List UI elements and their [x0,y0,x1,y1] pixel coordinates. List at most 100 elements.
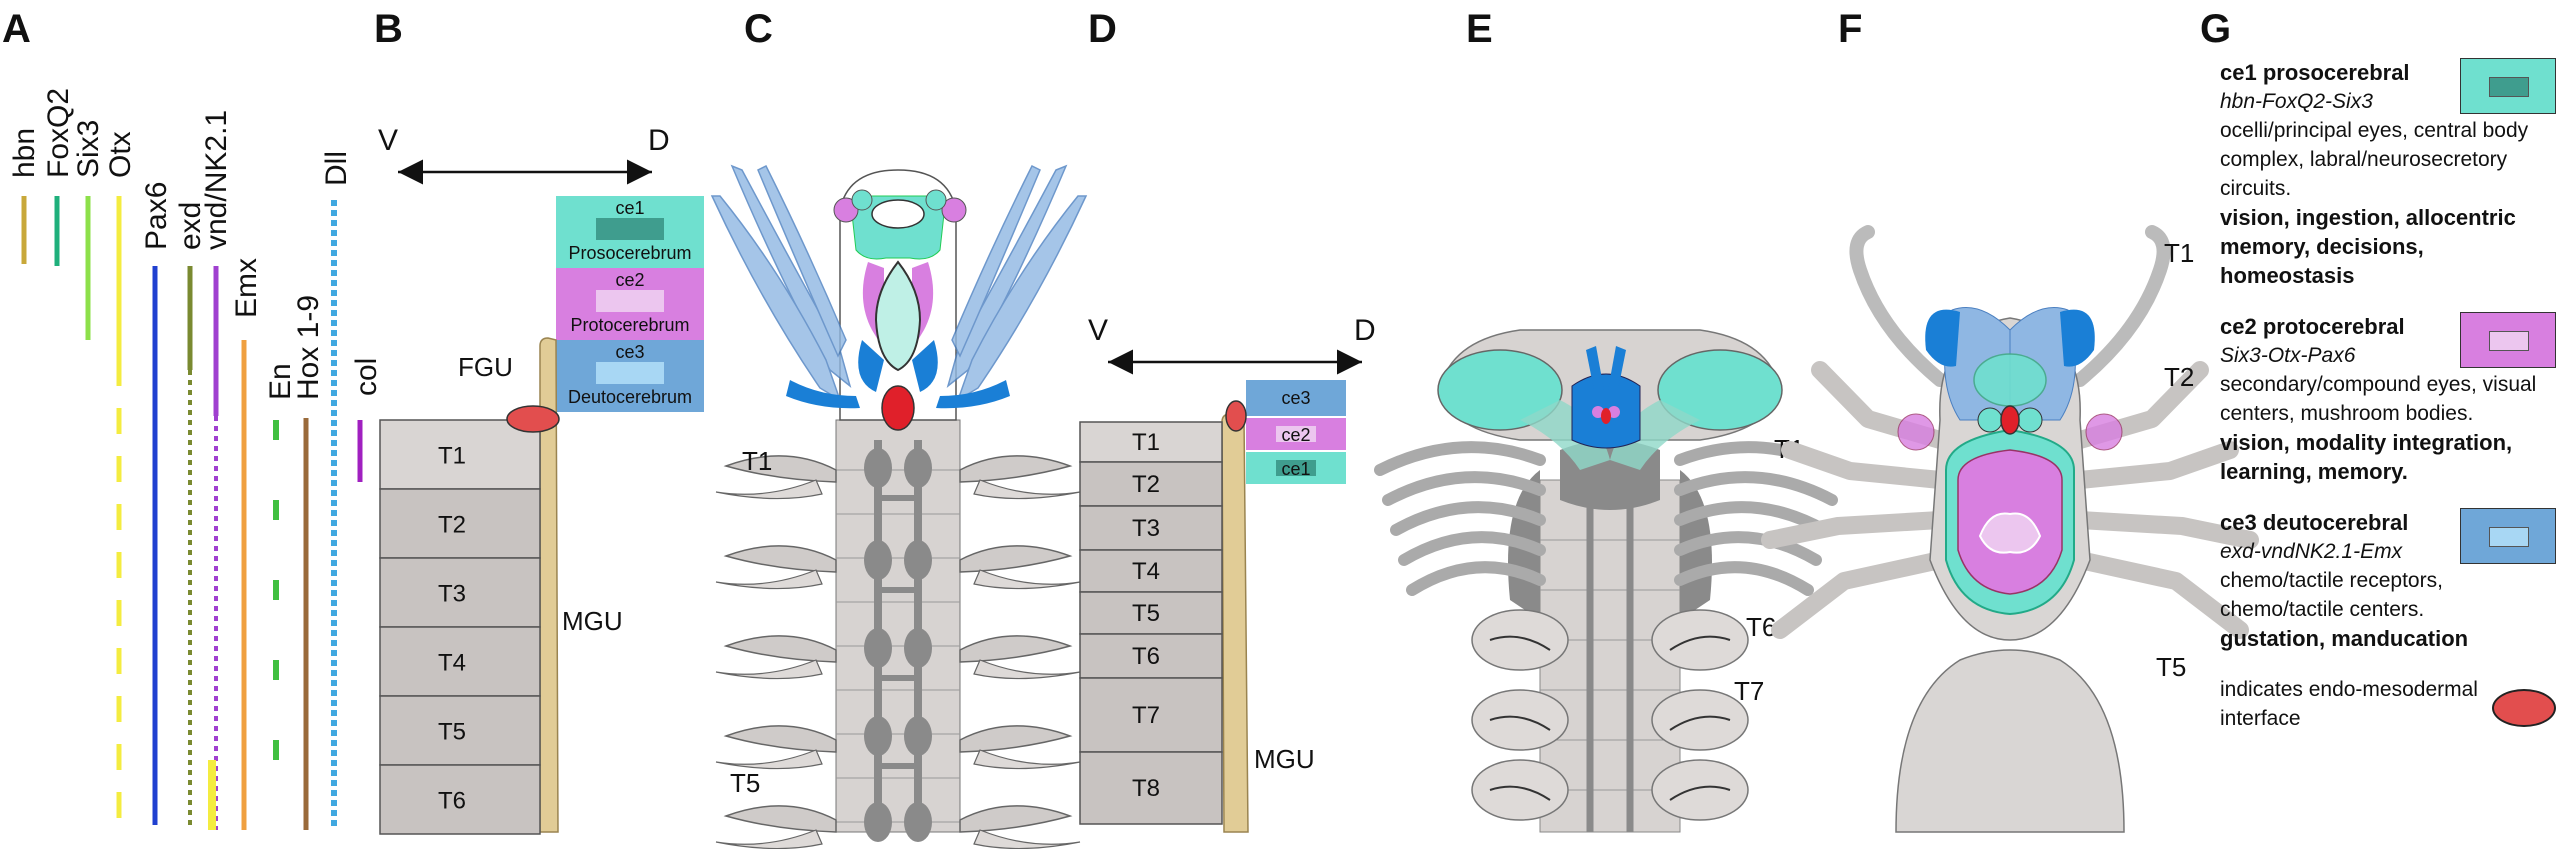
gene-label-col: col [350,358,383,396]
leg-f [1761,511,1949,549]
trunk-e [1539,479,1681,833]
leg-c [959,455,1073,483]
ce3-box-name: Deutocerebrum [568,387,692,407]
leg-e [1674,561,1814,596]
leg-c [723,545,837,573]
leg-c [715,749,823,770]
plate-mark-e [1669,785,1731,801]
segment-d [1079,421,1223,463]
ganglion-c [904,802,932,842]
segment-label-d: T2 [1132,471,1160,498]
ce3-left-c [858,340,884,392]
ce2-inner [596,290,664,312]
proto-right-e [1608,406,1620,418]
axis-label-d-d: D [1354,314,1376,347]
gene-label-vnd: vnd/NK2.1 [200,110,233,250]
expr-mark-otx-late [208,760,216,830]
segment-label-d: T7 [1132,702,1160,729]
segment-label-b: T1 [438,443,466,470]
stomodeum-c [874,260,922,372]
leg-c [715,659,823,680]
legend-ce2: ce2 protocerebral Six3-Otx-Pax6 secondar… [2220,312,2560,486]
panel-label-d: D [1088,7,1117,51]
label-e-t6: T6 [1746,612,1776,642]
legend-panel-g: ce1 prosocerebral hbn-FoxQ2-Six3 ocelli/… [2220,58,2560,755]
panel-label-c: C [744,7,773,51]
legend-ce3: ce3 deutocerebral exd-vndNK2.1-Emx chemo… [2220,508,2560,653]
mushroom-body-f [1978,512,2042,554]
optic-left-e [1520,400,1610,470]
leg-e [1382,471,1546,506]
segment-b [379,695,541,766]
ce1-box-name: Prosocerebrum [568,243,691,263]
axis-label-v: V [378,124,398,157]
legend-ce3-func: gustation, manducation [2220,626,2469,651]
segment-label-d: T4 [1132,558,1160,585]
segment-d [1079,505,1223,551]
leg-c [715,569,823,590]
axis-label-d: D [648,124,670,157]
legend-ce2-title: ce2 protocerebral [2220,314,2405,339]
eye-left-c [833,197,859,223]
panel-a: A hbn FoxQ2 Six3 Otx Pax6 exd vnd/NK2.1 … [2,7,383,830]
leg-c [973,569,1081,590]
gene-label-exd: exd [174,202,207,250]
eye-left-f [1897,413,1935,451]
segment-label-b: T3 [438,581,466,608]
legend-ce1-desc: ocelli/principal eyes, central body comp… [2220,119,2529,200]
leg-c [959,635,1073,663]
ce2-inner-d [1276,426,1316,442]
legend-ce2-desc: secondary/compound eyes, visual centers,… [2220,373,2537,425]
leg-c [973,659,1081,680]
leg-f [2071,551,2249,639]
ganglia-c [864,448,932,842]
segment-label-d: T1 [1132,429,1160,456]
segment-label-b: T6 [438,788,466,815]
panel-label-g: G [2200,7,2231,51]
legend-ce2-func: vision, modality integration, learning, … [2220,430,2513,484]
label-f-t5: T5 [2156,652,2186,682]
panel-c: C T1 T5 [710,7,1088,849]
axis-label-v-d: V [1088,314,1108,347]
pedipalp-right-f [2073,225,2171,387]
panel-b: B V D ce1 Prosocerebrum ce2 Protocerebru… [374,7,704,835]
segment-d [1079,633,1223,679]
interface-oval-e [1601,408,1611,424]
panel-label-e: E [1466,7,1493,51]
interface-oval-legend [2492,689,2556,727]
interface-oval-f [2000,405,2020,435]
leg-f [1781,441,1949,489]
gene-label-pax6: Pax6 [140,182,173,250]
plate-mark-e [1489,635,1551,651]
segment-label-d: T3 [1132,515,1160,542]
panel-f: F T1 T2 T5 [1761,7,2259,833]
leg-c [723,455,837,483]
eye-left-e [1437,349,1563,431]
plate-e [1651,759,1749,821]
eye-right-e [1657,349,1783,431]
ocellus-c [871,199,925,229]
trunk-segments-c [836,469,960,823]
legend-ce1-func: vision, ingestion, allocentric memory, d… [2220,205,2516,288]
segment-d [1079,461,1223,507]
proto-left-e [1592,406,1604,418]
legend-interface-text: indicates endo-mesodermal interface [2220,678,2478,730]
segment-label-b: T2 [438,512,466,539]
leg-c [973,829,1081,849]
panel-label-b: B [374,7,403,51]
leg-c [973,479,1081,500]
pedipalp-left-f [1849,225,1947,387]
ce3-box-d-label: ce3 [1281,388,1310,408]
mgu-label: MGU [562,606,623,636]
segment-d [1079,549,1223,593]
ocellus-left-f [1977,407,2003,433]
plate-mark-e [1669,635,1731,651]
legend-interface: indicates endo-mesodermal interface [2220,675,2560,733]
leg-f [2071,511,2259,549]
leg-e [1374,441,1546,476]
gene-label-hox: Hox 1-9 [292,295,325,400]
interface-oval-b [506,405,560,433]
